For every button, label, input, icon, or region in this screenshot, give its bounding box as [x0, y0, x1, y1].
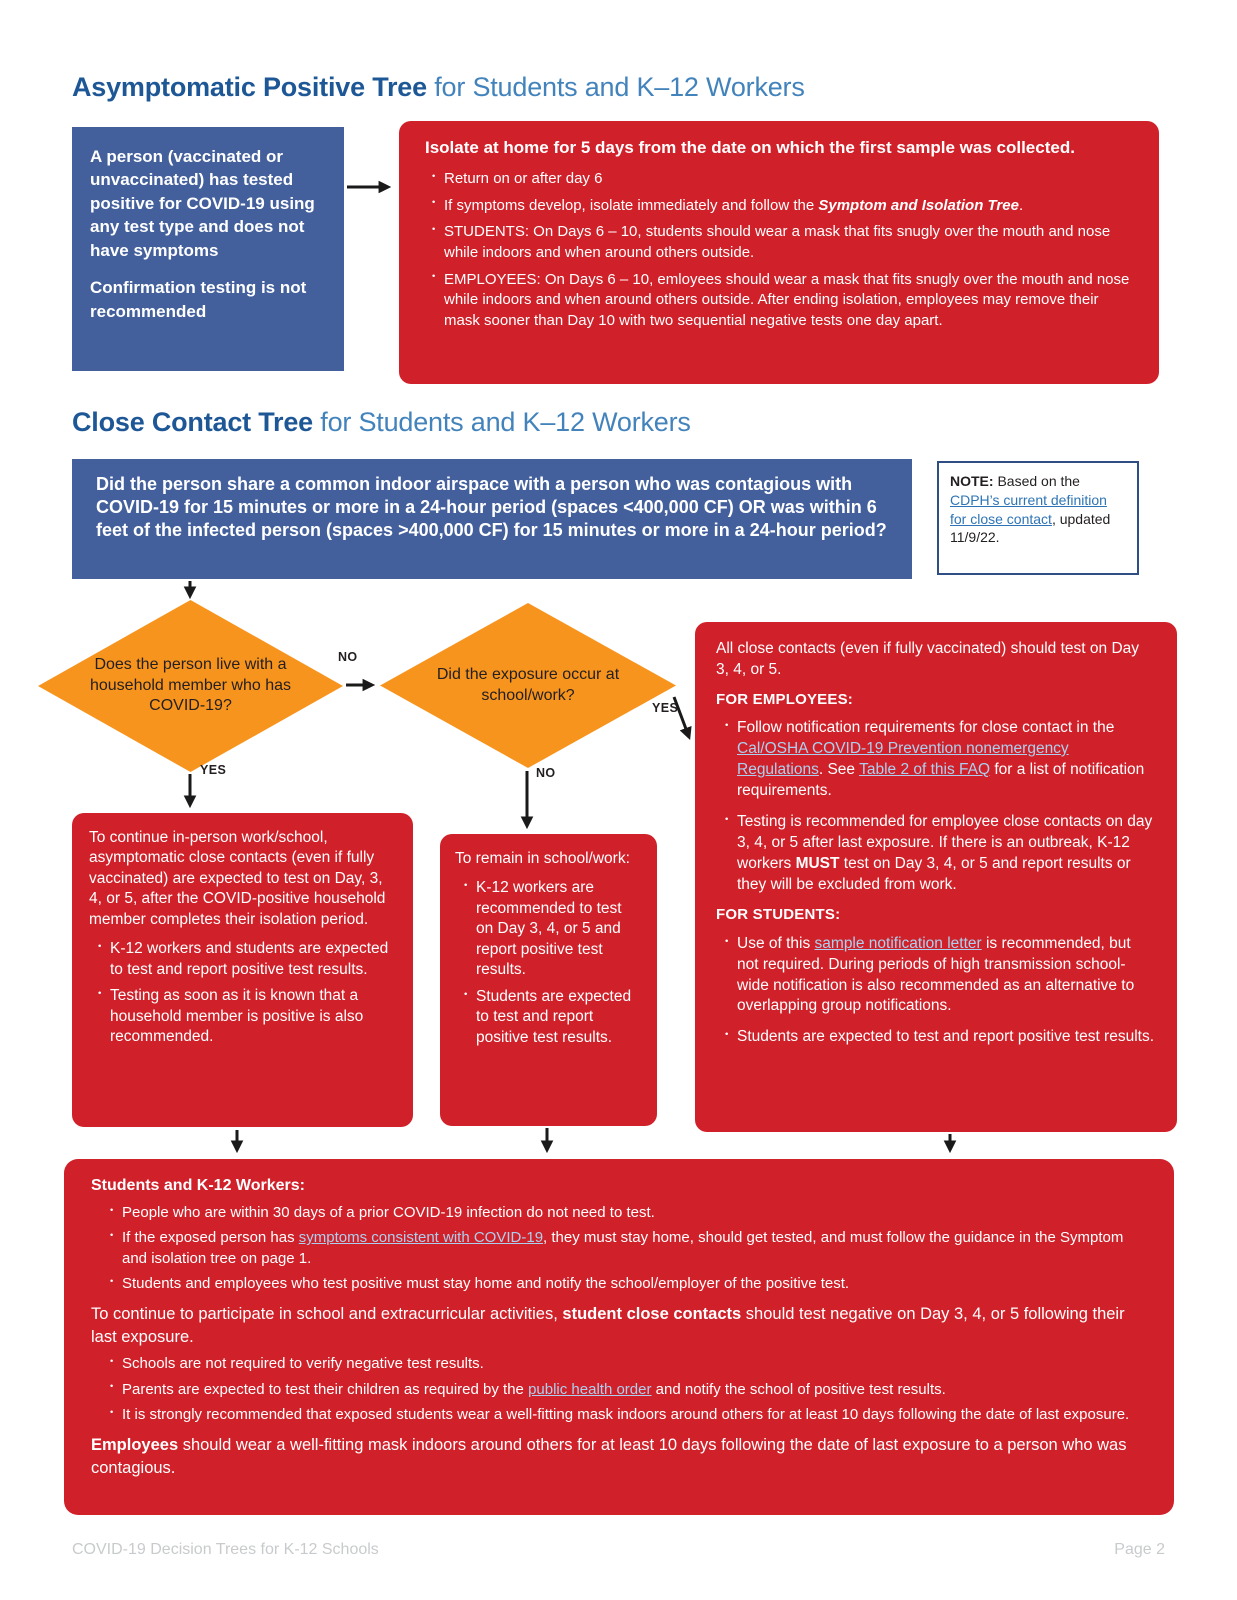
- isolate-heading: Isolate at home for 5 days from the date…: [425, 138, 1075, 157]
- text-segment: test on Day 3, 4, or 5 and report result…: [737, 854, 1131, 893]
- for-students-heading: FOR STUDENTS:: [716, 906, 841, 924]
- household-yes-box: To continue in-person work/school, asymp…: [72, 813, 413, 1127]
- symptoms-covid19-link[interactable]: symptoms consistent with COVID-19: [298, 1229, 544, 1247]
- exposure-no-intro: To remain in school/work:: [455, 850, 630, 867]
- start-box-paragraph-2: Confirmation testing is not recommended: [90, 278, 307, 321]
- text-segment: for a list of notification requirements.: [737, 760, 1145, 799]
- students-bullet: Students are expected to test and report…: [724, 1027, 1156, 1048]
- combined-bullet: Schools are not required to verify negat…: [109, 1354, 1147, 1374]
- isolate-bullet: STUDENTS: On Days 6 – 10, students shoul…: [431, 222, 1133, 263]
- employees-bullet: Testing is recommended for employee clos…: [724, 812, 1156, 896]
- emphasis-text: Symptom and Isolation Tree: [818, 196, 1019, 214]
- text-segment: Parents are expected to test their child…: [122, 1380, 529, 1398]
- employees-mask-paragraph: Employees should wear a well-fitting mas…: [91, 1434, 1147, 1479]
- student-close-contacts-paragraph: To continue to participate in school and…: [91, 1303, 1147, 1348]
- label-yes-household: YES: [200, 763, 227, 777]
- combined-bullet: People who are within 30 days of a prior…: [109, 1203, 1147, 1223]
- faq-table2-link[interactable]: Table 2 of this FAQ: [859, 760, 991, 778]
- combined-bullet: Parents are expected to test their child…: [109, 1380, 1147, 1400]
- combined-bullet: Students and employees who test positive…: [109, 1274, 1147, 1294]
- text-segment: Follow notification requirements for clo…: [737, 719, 1115, 737]
- isolate-bullet: If symptoms develop, isolate immediately…: [431, 196, 1133, 217]
- combined-heading: Students and K-12 Workers:: [91, 1177, 305, 1194]
- text-segment: .: [1018, 196, 1024, 214]
- text-segment: is recommended, but not required. During…: [737, 934, 1135, 1015]
- close-contact-question: Did the person share a common indoor air…: [96, 474, 887, 541]
- students-bullet: Use of this sample notification letter i…: [724, 934, 1156, 1018]
- text-segment: . See: [818, 760, 860, 778]
- cdph-definition-link[interactable]: CDPH’s current definition for close cont…: [950, 491, 1107, 527]
- title-rest: for Students and K–12 Workers: [312, 407, 691, 437]
- employees-bullet: Follow notification requirements for clo…: [724, 718, 1156, 802]
- employees-emphasis: Employees: [91, 1436, 179, 1455]
- text-segment: If the exposed person has: [122, 1229, 299, 1247]
- isolate-instructions-box: Isolate at home for 5 days from the date…: [399, 121, 1159, 384]
- student-close-contacts-emphasis: student close contacts: [562, 1305, 742, 1324]
- text-segment: , updated 11/9/22.: [950, 510, 1111, 546]
- text-segment: , they must stay home, should get tested…: [122, 1229, 1124, 1267]
- text-segment: To continue to participate in school and…: [91, 1305, 563, 1324]
- household-yes-intro: To continue in-person work/school, asymp…: [89, 829, 386, 928]
- close-contact-question-box: Did the person share a common indoor air…: [72, 459, 912, 579]
- household-yes-bullet: K-12 workers and students are expected t…: [97, 939, 396, 980]
- diamond-text: Did the exposure occur at school/work?: [436, 665, 620, 704]
- isolate-bullet: Return on or after day 6: [431, 169, 1133, 190]
- text-segment: and notify the school of positive test r…: [651, 1380, 946, 1398]
- text-segment: Based on the: [993, 473, 1080, 489]
- exposure-yes-intro: All close contacts (even if fully vaccin…: [716, 640, 1140, 678]
- footer-document-title: COVID-19 Decision Trees for K-12 Schools: [72, 1541, 379, 1558]
- text-segment: If symptoms develop, isolate immediately…: [444, 196, 819, 214]
- label-yes-exposure: YES: [652, 701, 679, 715]
- must-emphasis: MUST: [795, 854, 840, 872]
- for-employees-heading: FOR EMPLOYEES:: [716, 690, 853, 708]
- combined-bullet: If the exposed person has symptoms consi…: [109, 1228, 1147, 1269]
- note-box: NOTE: Based on the CDPH’s current defini…: [937, 461, 1139, 575]
- combined-guidance-box: Students and K-12 Workers: People who ar…: [64, 1159, 1174, 1515]
- sample-notification-letter-link[interactable]: sample notification letter: [814, 934, 982, 952]
- section-title-asymptomatic: Asymptomatic Positive Tree for Students …: [72, 72, 805, 103]
- diamond-household-question: Does the person live with a household me…: [38, 600, 343, 772]
- label-no-between-diamonds: NO: [338, 650, 358, 664]
- calosha-regulations-link[interactable]: Cal/OSHA COVID-19 Prevention nonemergenc…: [737, 740, 1069, 778]
- exposure-no-bullet: Students are expected to test and report…: [463, 987, 642, 1048]
- diamond-exposure-question: Did the exposure occur at school/work?: [380, 603, 676, 768]
- label-no-exposure: NO: [536, 766, 556, 780]
- title-bold: Close Contact Tree: [72, 407, 313, 437]
- diamond-text: Does the person live with a household me…: [89, 655, 291, 715]
- title-bold: Asymptomatic Positive Tree: [72, 72, 427, 102]
- household-yes-bullet: Testing as soon as it is known that a ho…: [97, 986, 396, 1047]
- exposure-no-bullet: K-12 workers are recommended to test on …: [463, 878, 642, 980]
- title-rest: for Students and K–12 Workers: [426, 72, 805, 102]
- isolate-bullet: EMPLOYEES: On Days 6 – 10, emloyees shou…: [431, 270, 1133, 332]
- text-segment: should wear a well-fitting mask indoors …: [91, 1436, 1127, 1477]
- note-label: NOTE:: [950, 473, 994, 489]
- exposure-yes-box: All close contacts (even if fully vaccin…: [695, 622, 1177, 1132]
- start-box-paragraph-1: A person (vaccinated or unvaccinated) ha…: [90, 147, 315, 260]
- section-title-close-contact: Close Contact Tree for Students and K–12…: [72, 407, 691, 438]
- public-health-order-link[interactable]: public health order: [528, 1380, 652, 1398]
- footer-page-number: Page 2: [1114, 1541, 1165, 1558]
- text-segment: should test negative on Day 3, 4, or 5 f…: [91, 1305, 1125, 1346]
- text-segment: Testing is recommended for employee clos…: [737, 812, 1153, 872]
- combined-bullet: It is strongly recommended that exposed …: [109, 1405, 1147, 1425]
- asymptomatic-start-box: A person (vaccinated or unvaccinated) ha…: [72, 127, 344, 371]
- text-segment: Use of this: [737, 934, 815, 952]
- exposure-no-box: To remain in school/work: K-12 workers a…: [440, 834, 657, 1126]
